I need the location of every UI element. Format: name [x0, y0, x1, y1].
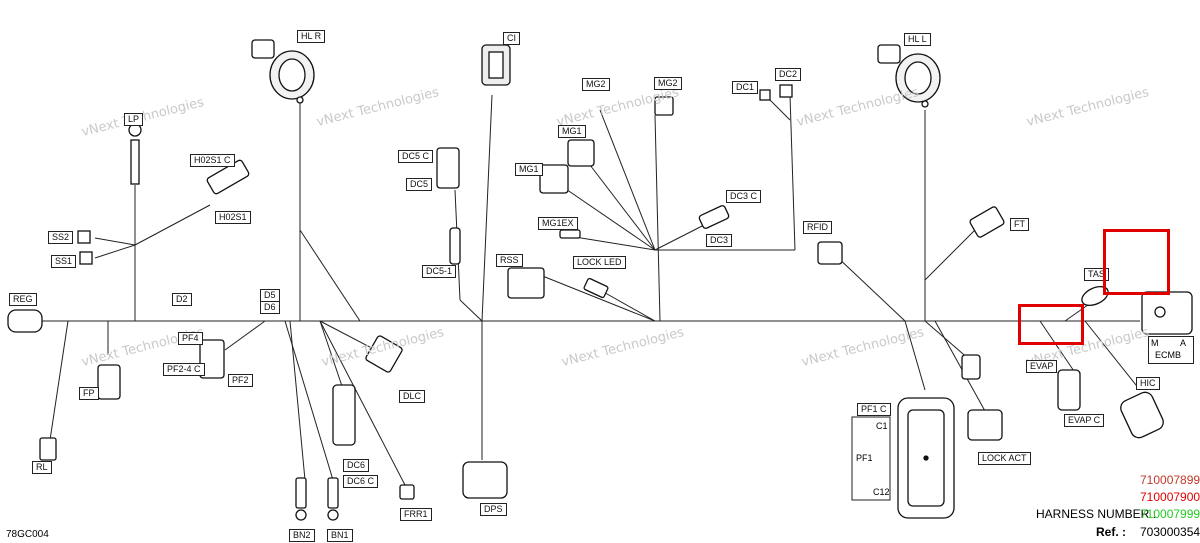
pf1-label-frame: [851, 416, 891, 501]
ss2-connector: [77, 230, 91, 244]
fp-connector: [97, 364, 121, 400]
mg1-connector-a: [567, 139, 595, 167]
label-dps: DPS: [480, 503, 507, 516]
ecmb-connector: [1141, 291, 1193, 335]
lock-act-aux-connector: [961, 354, 981, 380]
harness-number-2: 710007900: [1140, 490, 1200, 504]
label-dlc: DLC: [399, 390, 426, 403]
label-evap-c: EVAP C: [1064, 414, 1105, 427]
dc2-connector: [779, 84, 793, 98]
label-pf2: PF2: [228, 374, 253, 387]
label-mg1ex: MG1EX: [538, 217, 578, 230]
dps-connector: [462, 461, 508, 499]
label-mg2-a: MG2: [582, 78, 610, 91]
pf4-connector: [199, 339, 225, 379]
ref-label: Ref. :: [1096, 525, 1126, 539]
lock-act-connector: [967, 409, 1003, 441]
label-rl: RL: [32, 461, 52, 474]
label-hic: HIC: [1136, 377, 1160, 390]
mg1ex-connector: [559, 229, 581, 239]
label-reg: REG: [9, 293, 37, 306]
label-ho2s1: H02S1: [215, 211, 251, 224]
label-pf1-c: PF1 C: [857, 403, 891, 416]
label-mg2-b: MG2: [654, 77, 682, 90]
label-d2: D2: [172, 293, 192, 306]
headlight-right-connector: [251, 39, 315, 104]
label-frr1: FRR1: [400, 508, 432, 521]
label-lock-led: LOCK LED: [573, 256, 626, 269]
bn2-terminal: [295, 477, 307, 509]
label-ss1: SS1: [51, 255, 77, 268]
label-ho2s1-c: H02S1 C: [190, 154, 235, 167]
ecmb-label-frame: M A ECMB: [1148, 336, 1194, 364]
highlight-box-ecmb: [1103, 229, 1170, 295]
label-d6: D6: [260, 301, 280, 314]
label-pf4: PF4: [178, 332, 203, 345]
ref-number: 703000354: [1140, 525, 1200, 539]
label-lp: LP: [124, 113, 144, 126]
label-mg1-a: MG1: [558, 125, 586, 138]
mg2-connector: [654, 96, 674, 116]
dc3-connector: [698, 205, 730, 229]
label-evap: EVAP: [1026, 360, 1058, 373]
label-ecmb-m: M: [1151, 338, 1159, 348]
label-hl-l: HL L: [904, 33, 931, 46]
ft-connector: [969, 206, 1005, 238]
harness-number-1: 710007899: [1140, 473, 1200, 487]
dc1-connector: [759, 89, 771, 101]
label-ft: FT: [1010, 218, 1029, 231]
lock-led-connector: [583, 277, 609, 299]
label-dc2: DC2: [775, 68, 802, 81]
label-dc6-c: DC6 C: [343, 475, 379, 488]
label-pf1-c1: C1: [876, 421, 888, 431]
label-dc5: DC5: [406, 178, 433, 191]
diagram-code: 78GC004: [6, 529, 49, 540]
harness-number-3: 710007999: [1140, 507, 1200, 521]
label-rss: RSS: [496, 254, 523, 267]
ss1-connector: [79, 251, 93, 265]
rss-connector: [507, 267, 545, 299]
label-dc5-1: DC5-1: [422, 265, 457, 278]
label-pf2-4c: PF2-4 C: [163, 363, 205, 376]
dc5-1-connector: [449, 227, 461, 265]
mg1-connector-b: [539, 164, 569, 194]
ho2s1-connector: [206, 159, 250, 195]
label-ss2: SS2: [48, 231, 74, 244]
label-dc3-c: DC3 C: [726, 190, 762, 203]
hic-connector: [1120, 391, 1164, 439]
label-tas: TAS: [1084, 268, 1109, 281]
rfid-connector: [817, 241, 843, 265]
harness-number-label: HARNESS NUMBER :: [1036, 507, 1157, 521]
label-dc3: DC3: [706, 234, 733, 247]
label-dc5-c: DC5 C: [398, 150, 434, 163]
rl-connector: [39, 437, 57, 461]
label-pf1-c12: C12: [873, 487, 890, 497]
bn1-terminal: [327, 477, 339, 509]
dlc-connector: [365, 335, 403, 373]
label-ecmb: ECMB: [1155, 350, 1182, 360]
dc5-connector: [436, 147, 460, 189]
frr1-connector: [399, 484, 415, 500]
label-dc1: DC1: [732, 81, 759, 94]
label-pf1: PF1: [856, 453, 873, 463]
ci-connector: [481, 44, 511, 86]
evap-connector: [1057, 369, 1081, 411]
label-fp: FP: [79, 387, 99, 400]
label-ci: CI: [503, 32, 520, 45]
label-hl-r: HL R: [297, 30, 326, 43]
label-bn2: BN2: [289, 529, 315, 542]
label-dc6: DC6: [343, 459, 370, 472]
label-mg1-b: MG1: [515, 163, 543, 176]
label-lock-act: LOCK ACT: [978, 452, 1031, 465]
label-ecmb-a: A: [1180, 338, 1187, 348]
headlight-left-connector: [877, 44, 941, 108]
dc6-connector: [332, 384, 356, 446]
label-rfid: RFID: [803, 221, 832, 234]
highlight-box-evap: [1018, 304, 1084, 345]
reg-connector: [7, 309, 43, 333]
label-bn1: BN1: [327, 529, 353, 542]
tas-connector: [1081, 285, 1109, 307]
